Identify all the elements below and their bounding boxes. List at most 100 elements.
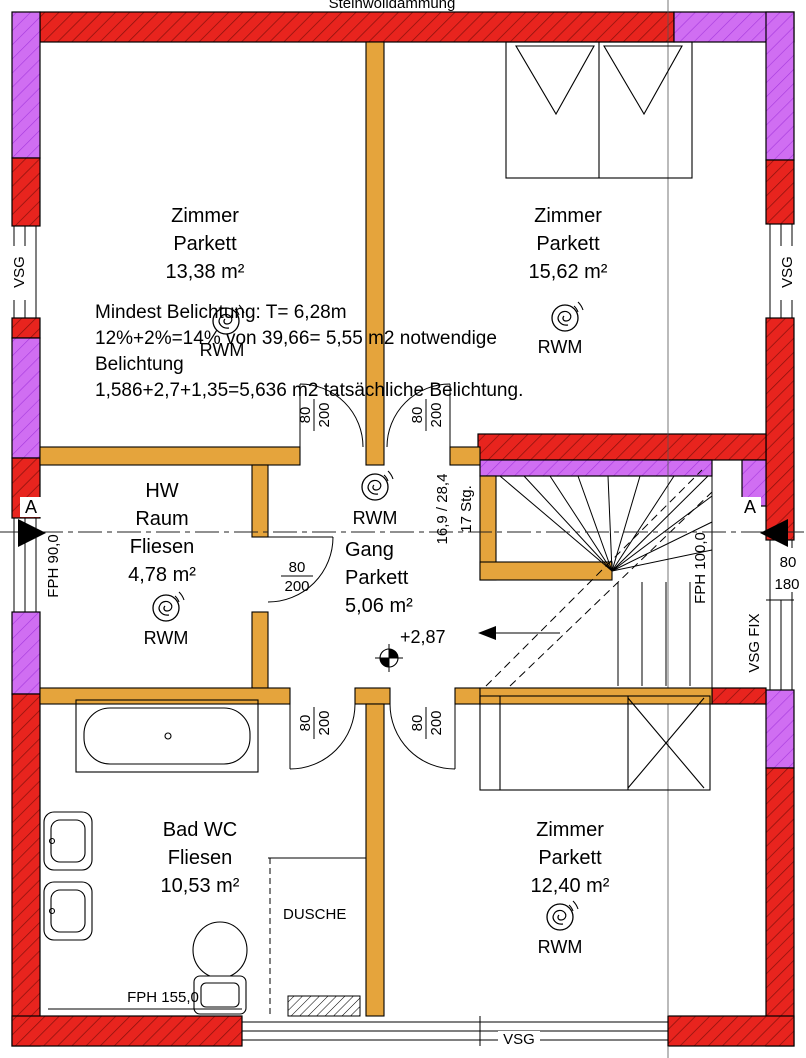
rwm-label: RWM [144,628,189,648]
stair-treads [499,475,713,688]
wall-left-1 [11,157,41,227]
staircase [478,469,713,688]
sink-1 [43,811,93,871]
room-name-2: Raum [135,508,188,530]
door-size-label: 80 200 [297,399,333,431]
wall-lower-horizontal-1 [39,687,291,705]
room-name: HW [145,480,178,502]
lighting-note-line2: 12%+2%=14% von 39,66= 5,55 m2 notwendige [95,328,497,349]
wall-stair-bottom-right [711,687,767,705]
stair-walk-line-2 [509,491,713,687]
door-swing-hw [267,536,334,603]
furniture [43,41,711,1017]
section-arrow-left [18,519,46,547]
room-area: 15,62 m² [529,261,608,283]
room-area: 5,06 m² [345,595,413,617]
insulation-left-3 [11,611,41,695]
shower [268,857,366,1017]
door-size-label: 80 200 [409,399,445,431]
room-floor: Fliesen [168,847,232,869]
wall-lower-horizontal-3 [454,687,481,705]
toilet [192,921,248,1015]
section-arrow-right [760,519,788,547]
stair-walk-line [485,469,703,687]
vsg-label-right: VSG [779,256,796,288]
wall-mid-horizontal-1 [39,446,301,466]
stair-dimensions-label: 16,9 / 28,4 [434,474,451,545]
door-width: 80 [289,559,306,576]
wall-bottom-right [667,1015,795,1047]
wall-mid-horizontal-2 [449,446,481,466]
bed-top-right [505,41,693,179]
room-name: Zimmer [534,205,602,227]
exterior-walls [11,11,795,1047]
room-floor: Parkett [538,847,602,869]
level-marker-icon [375,644,403,672]
room-floor: Parkett [345,567,409,589]
room-name: Zimmer [536,819,604,841]
section-label-right: A [744,497,756,517]
room-area: 4,78 m² [128,564,196,586]
door-size-label: 80 200 [297,707,333,739]
door-height: 200 [428,710,445,735]
vsg-fix-text: VSG FIX [746,613,763,672]
label-backing [779,246,795,300]
door-swing-zimmer-tr [386,383,451,448]
wall-stair-top [477,433,767,461]
fph-right-text: FPH 100,0 [692,532,709,604]
door-width: 80 [409,715,426,732]
window-height-label: 180 [774,576,799,593]
wall-left-2 [11,317,41,339]
wall-divider-top-rooms [365,41,385,466]
wall-divider-bottom-rooms [365,703,385,1017]
rwm-label: RWM [200,340,245,360]
room-area: 13,38 m² [166,261,245,283]
insulation-stair-top [479,459,713,477]
insulation-right-2 [765,689,795,769]
door-width: 80 [297,715,314,732]
rwm-label: RWM [538,337,583,357]
insulation-label: Steinwolldämmung [329,0,456,12]
stair-direction-arrow [478,626,560,640]
shower-label: DUSCHE [283,906,346,923]
sink-2 [43,881,93,941]
door-width: 80 [409,407,426,424]
room-floor: Parkett [173,233,237,255]
window-width-label: 80 [780,554,797,571]
insulation-left-1 [11,11,41,159]
door-width: 80 [297,407,314,424]
bed-bottom-right [479,695,711,791]
label-backing [498,1031,540,1048]
room-area: 12,40 m² [531,875,610,897]
stair-steps-text: 17 Stg. [458,485,475,533]
section-label-left: A [25,497,37,517]
vsg-bottom-label: VSG [503,1031,535,1048]
label-backing [739,497,761,517]
wall-hw-room-2 [251,611,269,689]
wall-right-3 [765,767,795,1047]
vsg-text: VSG [11,256,28,288]
room-floor: Fliesen [130,536,194,558]
rwm-icon [546,900,579,931]
fph-right-label: FPH 100,0 [692,532,709,604]
level-label: +2,87 [400,627,446,647]
door-size-label: 80 200 [409,707,445,739]
room-floor: Parkett [536,233,600,255]
insulation-right-1 [765,11,795,161]
insulation-left-2 [11,337,41,459]
wall-top [39,11,675,43]
wall-left-4 [11,693,41,1047]
rwm-label: RWM [353,508,398,528]
vsg-label-left: VSG [11,256,28,288]
stair-steps-label: 17 Stg. [458,485,475,533]
wall-stair-landing [479,561,613,581]
vsg-text: VSG [779,256,796,288]
doors [267,383,456,770]
wall-hw-room-1 [251,464,269,538]
wall-bottom-left [11,1015,243,1047]
door-height: 200 [316,402,333,427]
door-swing-bad [289,703,356,770]
rwm-icon [551,301,584,332]
